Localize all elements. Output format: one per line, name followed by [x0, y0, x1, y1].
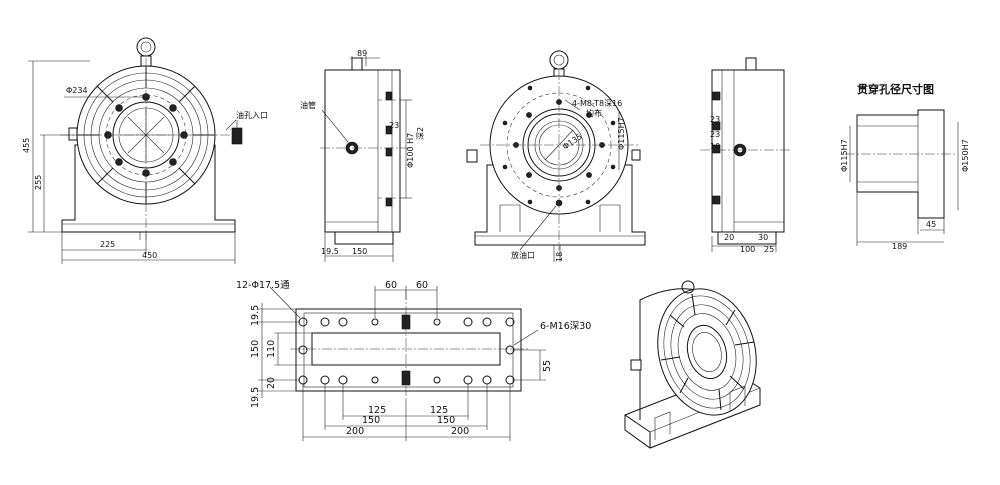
- plan-holes-12: 12-Φ17.5通: [236, 280, 290, 291]
- rside-dim-23b: 23: [710, 130, 720, 139]
- front-height-455: 455: [22, 138, 31, 153]
- side-note-deep: 深2: [416, 127, 425, 140]
- side-dia-100: Φ100 H7: [406, 133, 415, 168]
- rside-dim-25: 25: [764, 245, 774, 254]
- front-height-255: 255: [34, 175, 43, 190]
- right-side-view: 23 23 10 20 100 25 30: [700, 57, 790, 254]
- rear-view: 4-M8-T8深16 均布 Φ135 Φ115H7 放油口 18: [466, 50, 646, 262]
- rear-bolt-note: 4-M8-T8深16: [572, 99, 622, 108]
- front-dia-234: Φ234: [66, 86, 88, 95]
- plan-holes: [298, 314, 515, 386]
- front-view: Φ234 油孔入口 455 255 225 450: [22, 37, 268, 264]
- bore-dia-115: Φ115H7: [840, 139, 849, 172]
- side-view: 89 油管 23 Φ100 H7 深2 150 19.5: [300, 49, 425, 262]
- bore-dia-150: Φ150H7: [961, 139, 970, 172]
- plan-bottom-125b: 125: [430, 405, 448, 416]
- plan-left-110: 110: [266, 340, 277, 358]
- side-width-150: 150: [352, 247, 367, 256]
- rear-dia-115: Φ115H7: [617, 117, 626, 150]
- rside-dim-30: 30: [758, 233, 768, 242]
- rear-dim-18: 18: [555, 252, 564, 262]
- front-bolt-holes: [104, 93, 188, 177]
- rear-bolt-note-2: 均布: [586, 108, 602, 118]
- plan-left-20: 20: [266, 377, 277, 389]
- plan-bottom-125a: 125: [368, 405, 386, 416]
- plan-left-19-5b: 19.5: [250, 387, 261, 408]
- bore-width-189: 189: [892, 242, 907, 251]
- plan-right-55: 55: [542, 360, 553, 372]
- plan-holes-6: 6-M16深30: [540, 321, 591, 332]
- plan-bottom-200a: 200: [346, 426, 364, 437]
- rside-dim-20: 20: [724, 233, 734, 242]
- bore-title: 贯穿孔径尺寸图: [857, 82, 934, 96]
- bore-view: 贯穿孔径尺寸图 Φ115H7 Φ150H7 45 189: [840, 82, 970, 251]
- rside-dim-23a: 23: [710, 115, 720, 124]
- front-width-225: 225: [100, 240, 115, 249]
- plan-top-60b: 60: [416, 280, 428, 291]
- plan-left-150: 150: [250, 340, 261, 358]
- side-width-19-5: 19.5: [321, 247, 339, 256]
- plan-bottom-150b: 150: [437, 415, 455, 426]
- plan-view: 12-Φ17.5通 6-M16深30 60 60 19.5 150 110 20…: [236, 280, 591, 441]
- side-dim-23: 23: [389, 121, 399, 130]
- plan-top-60a: 60: [385, 280, 397, 291]
- front-width-450: 450: [142, 251, 157, 260]
- front-oil-inlet: 油孔入口: [236, 110, 268, 120]
- bore-width-45: 45: [926, 220, 936, 229]
- plan-bottom-150a: 150: [362, 415, 380, 426]
- rside-dim-10: 10: [710, 142, 720, 151]
- side-top-89: 89: [357, 49, 367, 58]
- side-oil-cup: 油管: [300, 100, 316, 110]
- rside-dim-100: 100: [740, 245, 755, 254]
- plan-bottom-200b: 200: [451, 426, 469, 437]
- rear-drain: 放油口: [511, 250, 535, 260]
- plan-left-19-5a: 19.5: [250, 305, 261, 326]
- isometric-view: [624, 280, 761, 449]
